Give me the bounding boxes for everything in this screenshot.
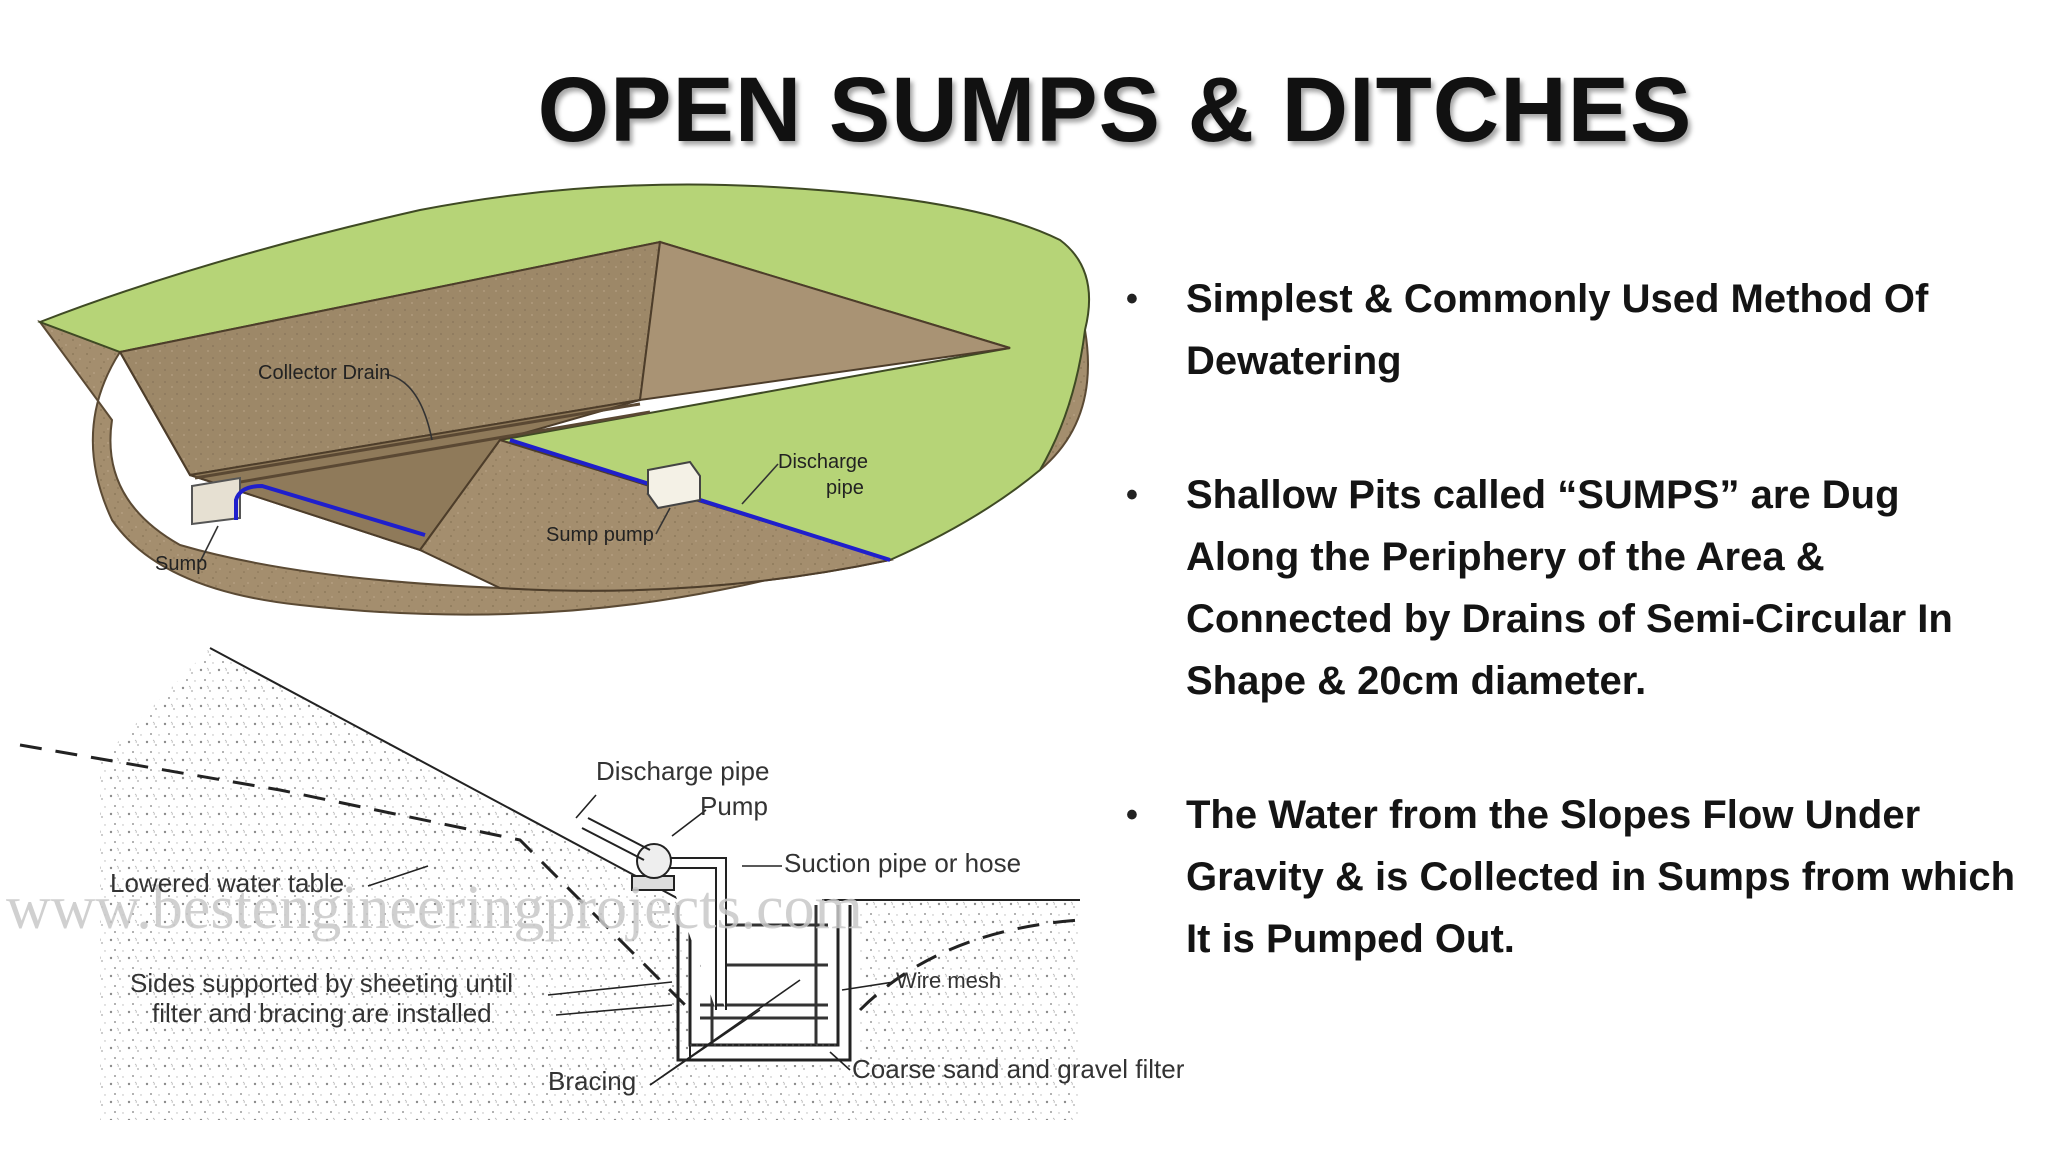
discharge-pipe	[581, 817, 651, 861]
label-suction-pipe: Suction pipe or hose	[784, 848, 1021, 878]
soil-region	[100, 648, 1080, 1120]
sump-pump-box	[647, 460, 701, 510]
label-pump: Pump	[700, 791, 768, 821]
bullet-dot: •	[1126, 280, 1138, 318]
dewatering-figure: Collector Drain Discharge pipe Sump pump…	[6, 183, 1185, 1120]
slide-title: OPEN SUMPS & DITCHES	[537, 59, 1693, 161]
bullet-text: The Water from the Slopes Flow Under Gra…	[1186, 793, 2016, 961]
label-bracing: Bracing	[548, 1066, 636, 1096]
label-wire-mesh: Wire mesh	[896, 968, 1001, 993]
bullet-dot: •	[1126, 796, 1138, 834]
label-sump: Sump	[155, 553, 207, 575]
label-sump-pump: Sump pump	[546, 524, 654, 546]
suction-pipe	[666, 857, 727, 1010]
ground-mass	[37, 268, 1089, 616]
pit-front-wall	[418, 438, 894, 592]
bullet-text: Simplest & Commonly Used Method Of Dewat…	[1186, 277, 1929, 383]
label-discharge: Discharge	[778, 451, 868, 473]
pit-right-wall	[638, 240, 1011, 402]
water-table	[19, 743, 1081, 1012]
label-filter: Coarse sand and gravel filter	[852, 1054, 1185, 1084]
grass-surface	[37, 183, 1091, 562]
label-collector-drain: Collector Drain	[258, 362, 390, 384]
watermark: www.bestengineeringprojects.com	[6, 874, 863, 942]
bullet-dot: •	[1126, 476, 1138, 514]
label-lowered-water-table: Lowered water table	[110, 868, 344, 898]
bullet-text: Shallow Pits called “SUMPS” are Dug Alon…	[1186, 473, 1953, 703]
bullet-item: • Simplest & Commonly Used Method Of Dew…	[1120, 268, 2020, 392]
bullet-item: • The Water from the Slopes Flow Under G…	[1120, 784, 2020, 970]
bullet-item: • Shallow Pits called “SUMPS” are Dug Al…	[1120, 464, 2020, 712]
label-sides-line2: filter and bracing are installed	[152, 998, 492, 1028]
collector-drain	[194, 402, 651, 490]
bullet-list: • Simplest & Commonly Used Method Of Dew…	[1120, 268, 2020, 1042]
label-discharge-pipe: Discharge pipe	[596, 756, 769, 786]
sump-section-diagram: www.bestengineeringprojects.com Discharg…	[6, 647, 1185, 1120]
label-sides-line1: Sides supported by sheeting until	[130, 968, 513, 998]
sump-box	[191, 476, 241, 526]
pump-body	[636, 843, 672, 879]
label-pipe: pipe	[826, 477, 864, 499]
excavation-diagram: Collector Drain Discharge pipe Sump pump…	[37, 183, 1091, 616]
